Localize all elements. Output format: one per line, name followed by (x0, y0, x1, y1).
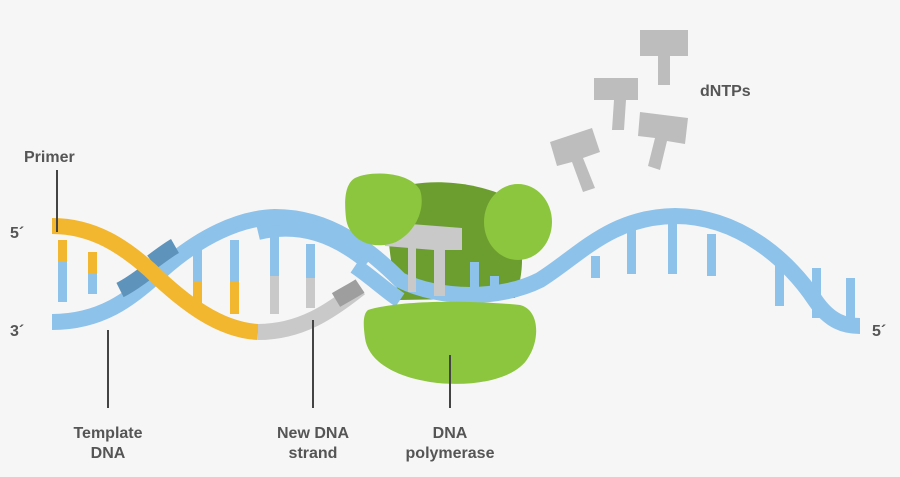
strand-crossing-shadow (147, 239, 180, 269)
five-prime-left-label: 5´ (10, 225, 24, 242)
dntp-icon (640, 30, 688, 85)
strand-crossing-shadow (331, 279, 365, 307)
back-strand-blue (256, 220, 374, 269)
dntp-icon (638, 112, 688, 170)
base-rung (270, 236, 279, 276)
three-prime-left-label: 3´ (10, 323, 24, 340)
base-rung (58, 240, 67, 280)
base-rung (306, 278, 315, 308)
base-rung (812, 268, 821, 318)
base-rung (88, 252, 97, 274)
base-rung (668, 224, 677, 274)
base-rung (270, 276, 279, 314)
polymerase-top-left-lobe (345, 173, 422, 246)
base-rung (306, 244, 315, 278)
base-rung (591, 256, 600, 278)
base-pairs-primer-region (58, 240, 97, 302)
new-dna-strand-label-line1: New DNA (277, 425, 349, 442)
base-rung (627, 230, 636, 274)
base-rung (193, 282, 202, 304)
template-dna-label-line1: Template (73, 425, 142, 442)
primer-strand (51, 218, 259, 340)
base-rung (775, 256, 784, 306)
base-pairs-middle-left (193, 236, 315, 314)
dntp-icon (550, 128, 600, 192)
dntp-molecules (550, 30, 688, 192)
base-rung (470, 262, 479, 290)
base-pairs-polymerase (385, 222, 499, 296)
dntp-icon (594, 78, 638, 130)
base-rung (707, 234, 716, 276)
template-crossing-front (350, 259, 405, 307)
base-rung (193, 250, 202, 282)
dna-polymerase-label-line1: DNA (433, 425, 468, 442)
base-rung (230, 282, 239, 314)
base-rung (490, 276, 499, 296)
base-rung (846, 278, 855, 322)
base-rung (58, 262, 67, 302)
five-prime-right-label: 5´ (872, 323, 886, 340)
base-rung (88, 274, 97, 294)
base-rung (230, 240, 239, 282)
base-rung (408, 244, 416, 292)
template-dna-label-line2: DNA (91, 445, 126, 462)
incoming-dntp (385, 222, 462, 296)
base-pairs-unpaired (591, 224, 855, 322)
dntps-label: dNTPs (700, 83, 751, 100)
polymerase-top-right-lobe (484, 184, 552, 260)
new-dna-strand-label-line2: strand (289, 445, 338, 462)
dna-polymerase-label-line2: polymerase (406, 445, 495, 462)
primer-label: Primer (24, 149, 75, 166)
template-strand (51, 207, 861, 334)
polymerase-bottom-lobe (363, 301, 537, 384)
